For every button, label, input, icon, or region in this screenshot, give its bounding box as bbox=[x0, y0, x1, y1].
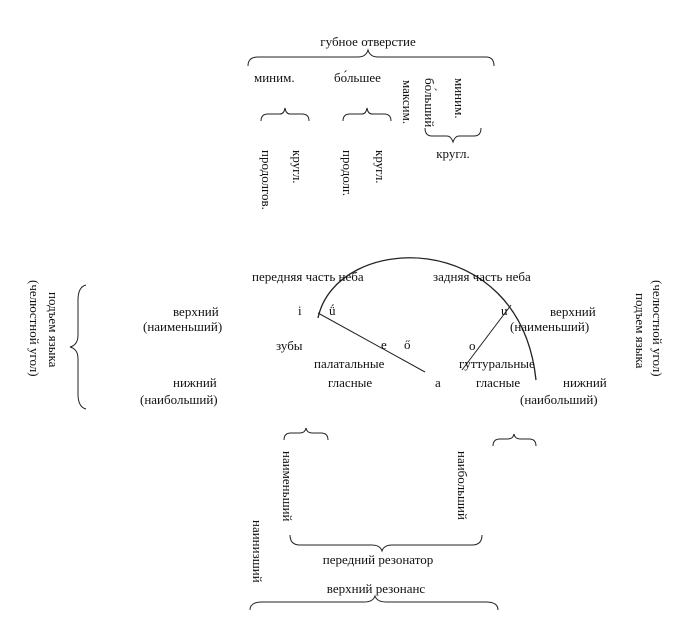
vowel-i: i bbox=[298, 303, 302, 318]
largest-label: наибольший bbox=[455, 451, 470, 520]
vowel-e: e bbox=[381, 337, 387, 352]
guttural-label: гуттуральные bbox=[459, 356, 535, 371]
smallest-label: наименьший bbox=[280, 451, 295, 522]
greater-label-vertical: бо́льший bbox=[422, 78, 437, 127]
lower-label-right: нижний bbox=[563, 375, 607, 390]
elongated-label-mid: продолг. bbox=[340, 150, 355, 196]
min-label-vertical: миним. bbox=[452, 78, 467, 119]
tongue-rise-label-left: подъем языка bbox=[46, 292, 61, 368]
front-palate-line bbox=[317, 312, 426, 373]
vowels-label-right: гласные bbox=[476, 375, 520, 390]
greater-label: бо́льшее bbox=[334, 70, 381, 85]
tongue-rise-label-right: подъем языка bbox=[633, 293, 648, 369]
upper-note-right: (наименьший) bbox=[510, 319, 589, 334]
palate-arc bbox=[317, 257, 537, 381]
round-brace bbox=[424, 127, 482, 144]
lower-label-left: нижний bbox=[173, 375, 217, 390]
max-label-vertical: максим. bbox=[400, 80, 415, 124]
lip-opening-label: губное отверстие bbox=[320, 34, 416, 49]
round-label-left: кругл. bbox=[290, 150, 305, 184]
min-brace bbox=[260, 107, 310, 122]
vowel-ue: ǘ bbox=[329, 303, 336, 318]
lowest-label: наинизший bbox=[250, 520, 265, 583]
vowel-u: u bbox=[501, 303, 508, 318]
round-label-right: кругл. bbox=[436, 146, 470, 161]
back-palate-line bbox=[461, 304, 512, 371]
smallest-brace bbox=[283, 427, 329, 441]
lower-note-right: (наибольший) bbox=[520, 392, 598, 407]
jaw-angle-label-left: (челюстной угол) bbox=[27, 280, 42, 377]
upper-label-left: верхний bbox=[173, 304, 219, 319]
vowel-oe: ő bbox=[404, 337, 411, 352]
jaw-angle-label-right: (челюстной угол) bbox=[650, 280, 665, 377]
upper-resonance-brace bbox=[249, 594, 499, 611]
back-palate-label: задняя часть неба bbox=[433, 269, 531, 284]
teeth-label: зубы bbox=[276, 338, 303, 353]
vowels-label-left: гласные bbox=[328, 375, 372, 390]
greater-brace bbox=[342, 107, 392, 122]
vowel-o: o bbox=[469, 338, 476, 353]
largest-brace bbox=[492, 433, 537, 447]
upper-resonance-label: верхний резонанс bbox=[327, 581, 426, 596]
elongated-label-left: продолгов. bbox=[259, 150, 274, 210]
left-curly-brace bbox=[69, 284, 87, 410]
vowel-a: a bbox=[435, 375, 441, 390]
lower-note-left: (наибольший) bbox=[140, 392, 218, 407]
front-resonator-label: передний резонатор bbox=[323, 552, 433, 567]
round-label-mid: кругл. bbox=[373, 150, 388, 184]
palatal-label: палатальные bbox=[314, 356, 385, 371]
upper-note-left: (наименьший) bbox=[143, 319, 222, 334]
front-palate-label: передняя часть неба bbox=[252, 269, 364, 284]
min-label: миним. bbox=[254, 70, 295, 85]
upper-label-right: верхний bbox=[550, 304, 596, 319]
front-resonator-brace bbox=[289, 534, 483, 553]
lip-opening-brace bbox=[247, 48, 495, 67]
